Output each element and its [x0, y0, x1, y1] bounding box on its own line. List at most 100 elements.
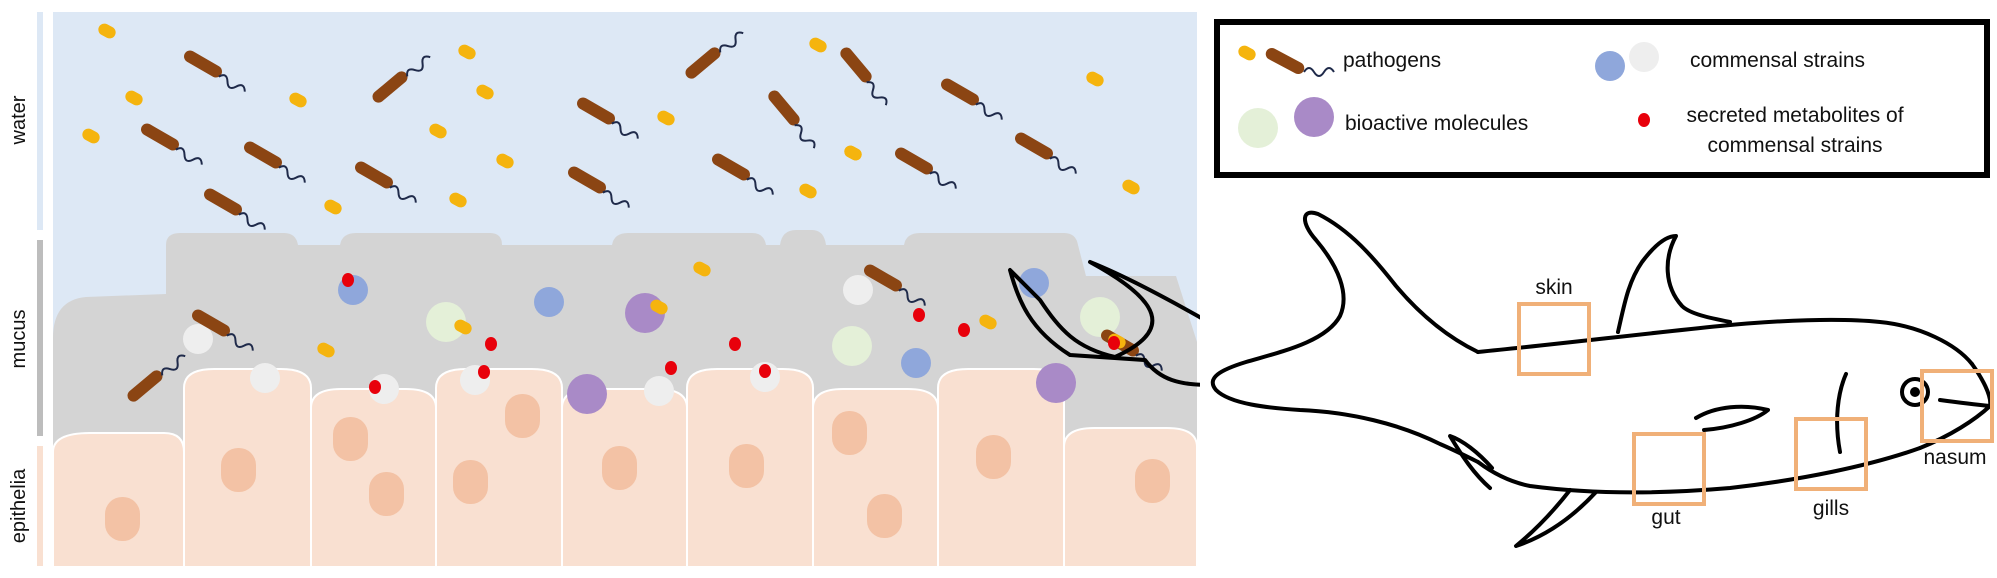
pathogen-flagellum — [898, 288, 926, 306]
pathogen-coccus — [449, 192, 467, 208]
pathogen-rod-body — [184, 50, 222, 78]
pathogen-rod — [127, 354, 186, 402]
legend-frame — [1214, 19, 1990, 178]
pathogen-rod — [685, 31, 744, 79]
fish-anal-fin — [1514, 488, 1598, 548]
sample-sites: skin gut gills nasum — [1517, 276, 1994, 529]
pathogen-rod — [1015, 132, 1077, 174]
pathogen-rod — [244, 141, 306, 183]
pathogen-coccus — [496, 153, 514, 169]
pathogen-coccus — [98, 23, 116, 39]
pathogen-flagellum — [389, 185, 417, 203]
cell-nucleus — [1135, 459, 1170, 503]
legend-commensal-blue-icon — [1595, 51, 1625, 81]
pathogen-flagellum — [794, 124, 816, 149]
cell-nucleus — [867, 494, 902, 538]
commensal-white — [250, 363, 280, 393]
pathogen-rod-body — [864, 264, 902, 292]
pathogen-coccus — [454, 319, 472, 335]
cell-nucleus — [369, 472, 404, 516]
pathogen-rod-body — [895, 147, 933, 175]
fish-eye-final — [1900, 377, 1930, 407]
fish-gill — [1835, 372, 1848, 454]
pathogen-rod — [204, 188, 266, 230]
pathogen-coccus — [1122, 179, 1140, 195]
pathogen-rod — [192, 309, 254, 351]
pathogen-rod — [141, 123, 203, 165]
pathogen-rod — [568, 166, 630, 208]
bioactive-purple — [567, 374, 607, 414]
fish-bottom — [1476, 446, 1922, 495]
pathogen-rod — [840, 47, 888, 106]
secreted-metabolites — [342, 273, 1120, 394]
metabolite-dot — [1108, 336, 1120, 350]
metabolite-dot — [485, 337, 497, 351]
commensal-strains — [183, 268, 1120, 414]
pathogen-coccus — [693, 261, 711, 277]
pathogen-flagellum — [719, 31, 744, 53]
fish-pelvic-fin — [1448, 434, 1494, 490]
pathogen-coccus — [650, 299, 668, 315]
tissue-section — [52, 12, 1198, 568]
pathogen-flagellum — [746, 177, 774, 195]
metabolite-dot — [913, 308, 925, 322]
pathogen-flagellum — [161, 354, 186, 376]
commensal-white — [644, 376, 674, 406]
fish-mouth-line — [1938, 398, 1992, 408]
pathogen-coccus — [657, 110, 675, 126]
water-layer-label: water — [8, 95, 30, 145]
pathogen-rod — [184, 50, 246, 92]
pathogen-rod — [577, 97, 639, 139]
commensal-blue — [901, 348, 931, 378]
pathogen-coccus — [82, 128, 100, 144]
legend-metabolites-label-line1: secreted metabolites of — [1686, 104, 1903, 127]
pathogen-rod-body — [1015, 132, 1053, 160]
pathogen-flagellum — [226, 333, 254, 351]
epithelia-layer-bar — [37, 446, 43, 566]
fish-final-bg — [1200, 185, 1997, 578]
legend-commensal-label: commensal strains — [1690, 49, 1865, 72]
legend-bioactive-purple-icon — [1294, 97, 1334, 137]
commensal-blue — [1019, 268, 1049, 298]
metabolite-dot — [759, 364, 771, 378]
mucus-layer-bar — [37, 240, 43, 436]
pathogen-coccus — [125, 90, 143, 106]
pathogen-rod-body — [372, 71, 408, 103]
cell-nucleus — [453, 460, 488, 504]
nasum-box — [1920, 369, 1994, 443]
pathogen-coccus — [429, 123, 447, 139]
bioactive-green — [1080, 297, 1120, 337]
cell-nuclei — [105, 394, 1170, 541]
pathogen-coccus — [458, 44, 476, 60]
cell-nucleus — [729, 444, 764, 488]
pathogen-flagellum — [975, 102, 1003, 120]
legend-metabolites-label-line2: commensal strains — [1707, 134, 1882, 157]
metabolite-dot — [665, 361, 677, 375]
pathogen-flagellum — [929, 171, 957, 189]
skin-label: skin — [1535, 276, 1572, 299]
legend-commensal-white-icon — [1629, 42, 1659, 72]
pathogen-rod-body — [141, 123, 179, 151]
pathogen-rod-body — [712, 153, 750, 181]
pathogens — [82, 23, 1163, 402]
pathogen-coccus — [799, 183, 817, 199]
fish-top — [1476, 317, 1974, 366]
pathogen-flagellum — [1135, 353, 1163, 371]
pathogen-flagellum — [1049, 156, 1077, 174]
legend-rod-icon — [1265, 47, 1305, 75]
metabolite-dot — [369, 380, 381, 394]
water-layer-bar — [37, 12, 43, 230]
pathogen-flagellum — [866, 81, 888, 106]
pathogen-rod-body — [568, 166, 606, 194]
fish-caudal-fin — [1210, 210, 1480, 464]
pathogen-rod-body — [577, 97, 615, 125]
legend: pathogens commensal strains bioactive mo… — [1214, 19, 1990, 178]
gills-box — [1794, 417, 1868, 491]
pathogen-rod-body — [840, 47, 872, 83]
commensal-white — [843, 275, 873, 305]
pathogen-rod — [941, 78, 1003, 120]
pathogen-rod — [712, 153, 774, 195]
cell-nucleus — [221, 448, 256, 492]
metabolite-dot — [342, 273, 354, 287]
legend-metabolite-icon — [1638, 113, 1650, 127]
